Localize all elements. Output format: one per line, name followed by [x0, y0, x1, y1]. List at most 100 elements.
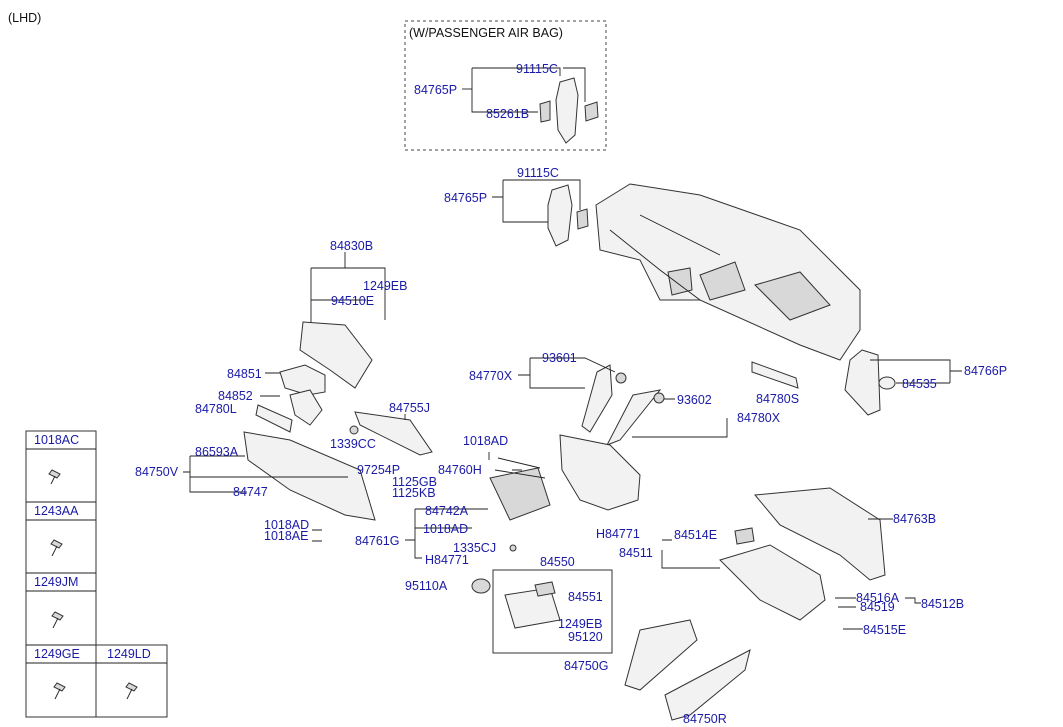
label-1339CC: 1339CC	[330, 437, 376, 451]
label-84763B: 84763B	[893, 512, 936, 526]
label-85261B: 85261B	[486, 107, 529, 121]
socket-95110A	[471, 578, 491, 594]
label-86593A: 86593A	[195, 445, 239, 459]
label-1125GB: 1125GB	[392, 475, 437, 489]
label-84780X: 84780X	[737, 411, 781, 425]
leader-84512B	[835, 597, 921, 608]
lower-cover-84750R	[664, 649, 751, 721]
label-84780L: 84780L	[195, 402, 237, 416]
label-84770X: 84770X	[469, 369, 513, 383]
label-94510E: 94510E	[331, 294, 374, 308]
leader-84750V	[183, 455, 348, 493]
label-84750R: 84750R	[683, 712, 727, 726]
fastener-1243AA: 1243AA	[34, 504, 79, 518]
screw-icon-1018AC	[48, 469, 61, 485]
center-fascia-assembly	[489, 434, 641, 521]
label-84755J: 84755J	[389, 401, 430, 415]
label-93602: 93602	[677, 393, 712, 407]
leader-84511	[661, 539, 720, 569]
leader-84766P	[870, 359, 962, 384]
screw-icon-1243AA	[50, 539, 63, 557]
audio-assembly-box	[492, 569, 613, 654]
label-84742A: 84742A	[425, 504, 469, 518]
leader-84761G	[405, 508, 488, 559]
label-H84771-left: H84771	[425, 553, 469, 567]
label-1018AD-left: 1018AD	[264, 518, 309, 532]
label-97254P: 97254P	[357, 463, 400, 477]
airbag-cover-assembly-top	[539, 77, 599, 144]
label-84750G: 84750G	[564, 659, 608, 673]
label-84851: 84851	[227, 367, 262, 381]
leader-84760H	[488, 452, 522, 471]
label-84514E: 84514E	[674, 528, 717, 542]
label-84765P-top: 84765P	[414, 83, 457, 97]
leader-84765P	[492, 179, 581, 223]
label-91115C-top: 91115C	[516, 62, 558, 76]
grommet-1339CC	[349, 425, 359, 435]
left-center-garnish	[581, 364, 613, 433]
leader-84780X	[632, 398, 728, 438]
fastener-1249LD: 1249LD	[107, 647, 151, 661]
fastener-1249JM: 1249JM	[34, 575, 78, 589]
knee-cover	[289, 389, 323, 426]
fastener-1018AC: 1018AC	[34, 433, 79, 447]
switch-93602	[653, 392, 665, 404]
label-1249EB: 1249EB	[363, 279, 407, 293]
label-84535: 84535	[902, 377, 937, 391]
right-side-cover	[844, 349, 881, 416]
switch-93601	[615, 372, 627, 384]
label-H84771-right: H84771	[596, 527, 640, 541]
screw-icon-1249GE	[53, 682, 66, 700]
main-crash-pad	[595, 183, 861, 361]
airbag-box-title: (W/PASSENGER AIR BAG)	[409, 26, 563, 40]
label-93601: 93601	[542, 351, 577, 365]
label-84830B: 84830B	[330, 239, 373, 253]
label-1335CJ: 1335CJ	[453, 541, 496, 555]
label-84780S: 84780S	[756, 392, 799, 406]
label-84511: 84511	[619, 546, 653, 560]
leader-84830B	[310, 252, 386, 332]
leader-84770X	[518, 357, 616, 389]
center-trim-strip	[751, 361, 799, 389]
right-center-garnish	[605, 389, 662, 446]
lower-cover-84750G	[624, 619, 698, 691]
trim-84780L	[255, 404, 293, 433]
cluster-hood	[299, 321, 373, 389]
screw-icon-1249LD	[125, 682, 138, 700]
glove-box	[719, 527, 826, 621]
airbag-cover-assembly	[547, 184, 589, 247]
label-84750V: 84750V	[135, 465, 179, 479]
leaders-1018AD-1018AE	[312, 529, 322, 542]
label-84512B: 84512B	[921, 597, 964, 611]
label-95120: 95120	[568, 630, 603, 644]
screw-icon-1249JM	[51, 611, 64, 629]
side-cap	[878, 376, 896, 390]
leader-lines-airbag-box	[462, 67, 586, 113]
label-84516A: 84516A	[856, 591, 900, 605]
leaders-84851-84852	[260, 372, 280, 397]
cluster-lower-cover	[279, 364, 326, 396]
clip-1335CJ	[509, 544, 517, 552]
label-84551: 84551	[568, 590, 603, 604]
label-1125KB: 1125KB	[392, 486, 436, 500]
label-1018AE: 1018AE	[264, 529, 308, 543]
glove-box-housing	[754, 487, 886, 581]
bracket-84755J	[354, 411, 433, 456]
label-84550: 84550	[540, 555, 575, 569]
audio-unit	[504, 581, 561, 629]
label-1249EB-low: 1249EB	[558, 617, 602, 631]
label-91115C: 91115C	[517, 166, 559, 180]
airbag-variant-box	[404, 20, 607, 151]
label-84747: 84747	[233, 485, 268, 499]
label-84766P: 84766P	[964, 364, 1007, 378]
fastener-1249GE: 1249GE	[34, 647, 80, 661]
lower-crash-pad-84750V	[243, 431, 376, 521]
label-84765P: 84765P	[444, 191, 487, 205]
label-84761G: 84761G	[355, 534, 399, 548]
label-84519: 84519	[860, 600, 895, 614]
label-84760H: 84760H	[438, 463, 482, 477]
variant-label: (LHD)	[8, 11, 41, 25]
label-84852: 84852	[218, 389, 253, 403]
